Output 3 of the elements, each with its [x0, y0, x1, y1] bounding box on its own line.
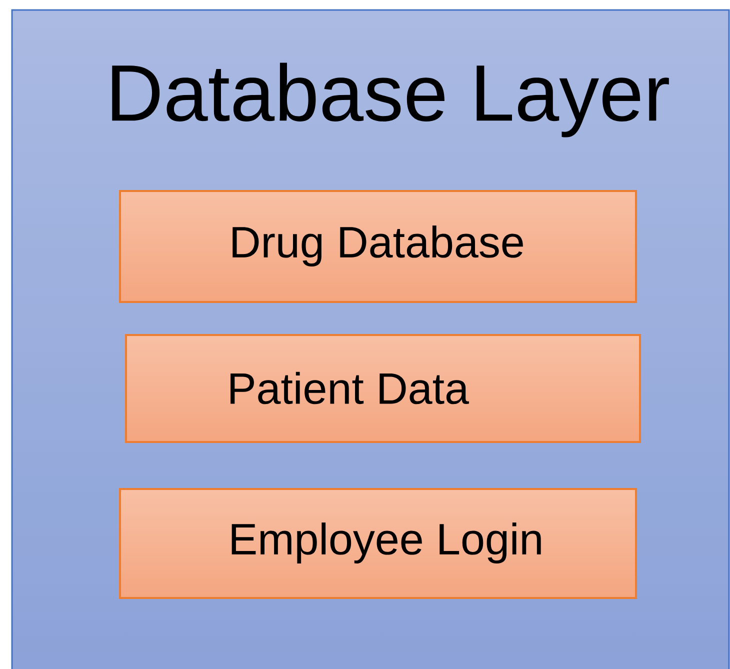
data-box: Drug Database	[119, 190, 637, 303]
data-box: Patient Data	[125, 334, 641, 443]
data-box: Employee Login	[119, 488, 637, 599]
